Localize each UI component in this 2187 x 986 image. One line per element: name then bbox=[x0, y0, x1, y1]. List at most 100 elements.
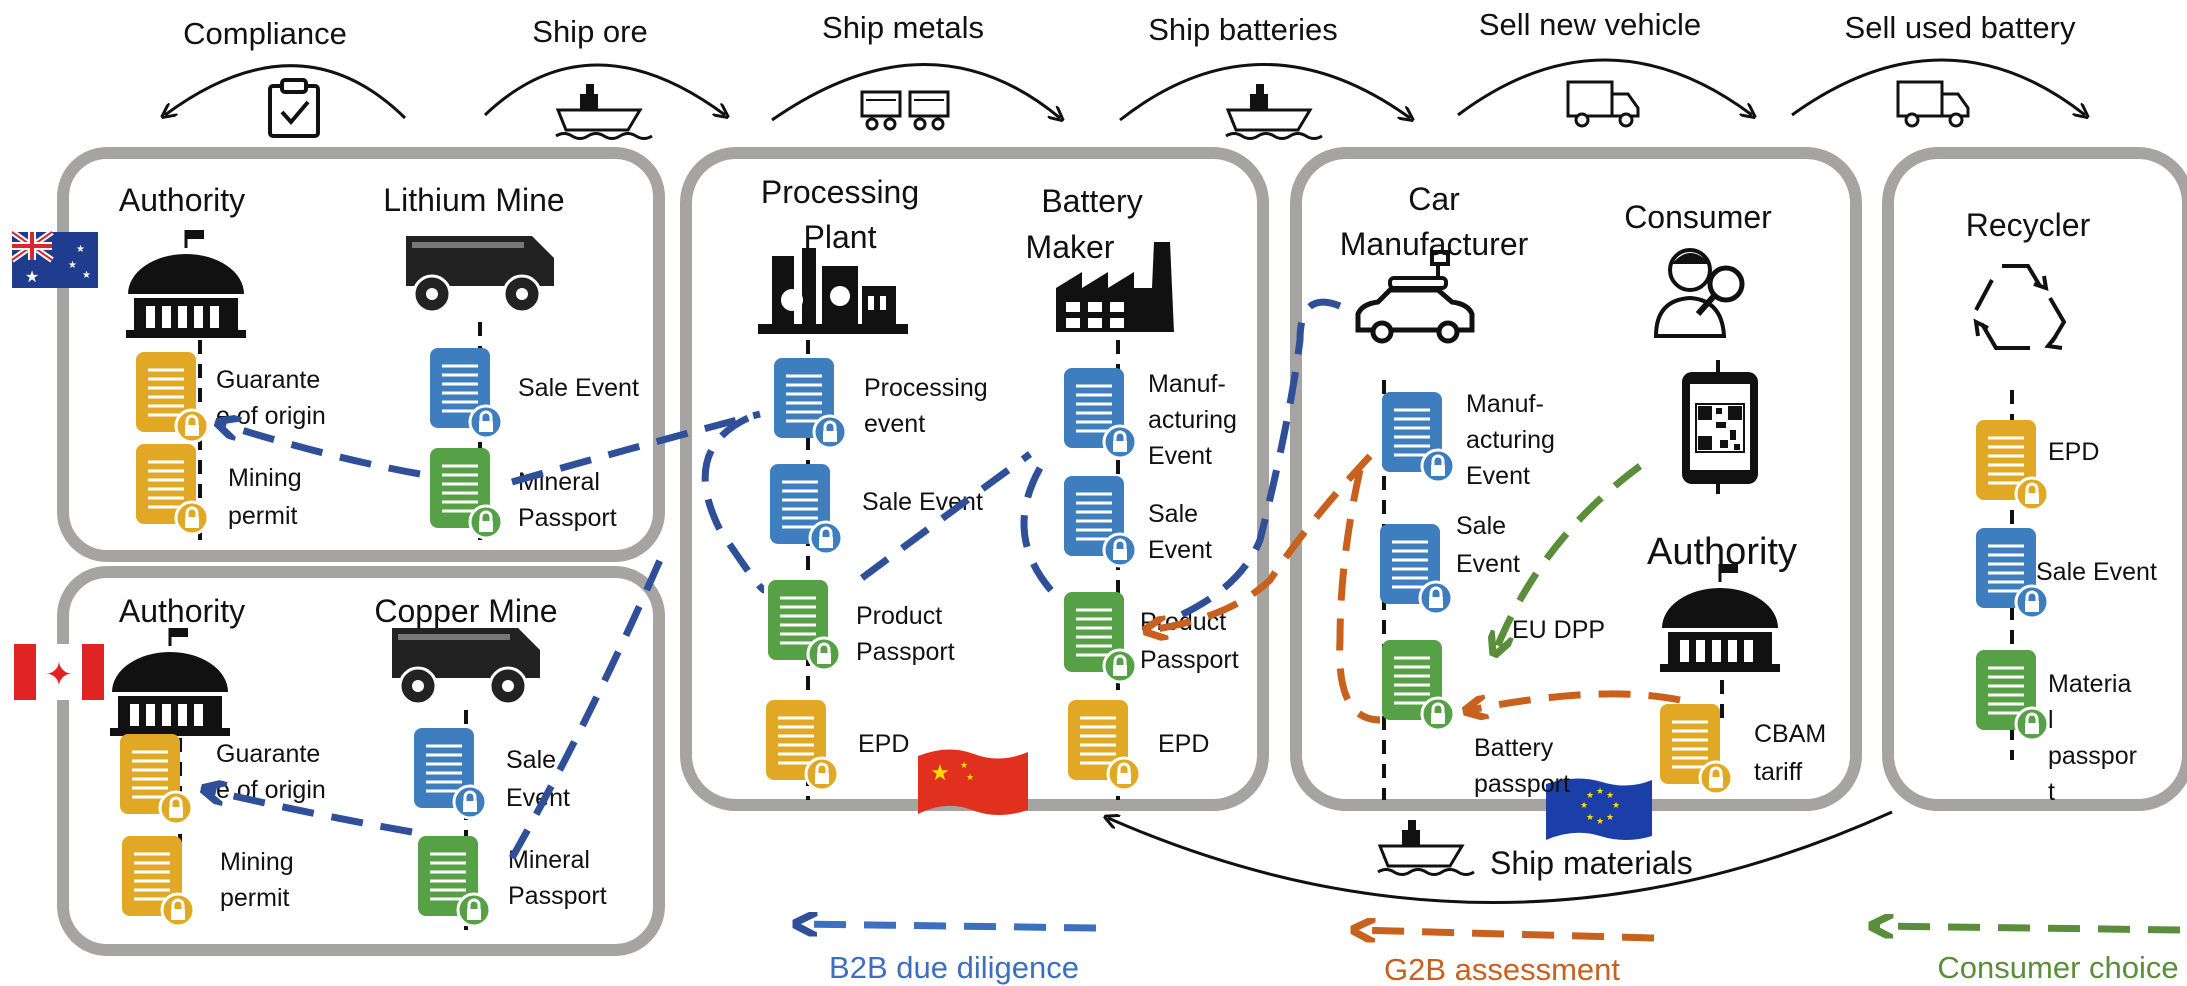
doc-label: tariff bbox=[1754, 758, 1802, 786]
flow-label-ship-ore: Ship ore bbox=[532, 14, 647, 49]
eu-authority-title: Authority bbox=[1647, 531, 1797, 573]
flow-label-sell-used-battery: Sell used battery bbox=[1845, 10, 2076, 45]
doc-label: permit bbox=[228, 502, 298, 530]
truck-icon bbox=[1896, 80, 1970, 128]
consumer-person-icon bbox=[1653, 248, 1745, 338]
doc-label: Sale Event bbox=[2036, 558, 2157, 586]
battery-maker-title-2: Maker bbox=[1026, 229, 1115, 265]
legend bbox=[800, 924, 2181, 938]
svg-text:★: ★ bbox=[1606, 790, 1614, 800]
locked-document-icon bbox=[136, 352, 210, 444]
locked-document-icon bbox=[1382, 392, 1456, 484]
locked-document-icon bbox=[1976, 420, 2050, 512]
australia-flag: ★ ★ ★ ★ bbox=[10, 229, 98, 288]
locked-document-icon bbox=[1064, 592, 1138, 684]
flow-label-ship-batteries: Ship batteries bbox=[1148, 12, 1338, 47]
car-manufacturer-title-1: Car bbox=[1408, 181, 1460, 217]
connectors bbox=[208, 298, 1681, 860]
svg-text:★: ★ bbox=[1596, 816, 1604, 826]
doc-label: Battery bbox=[1474, 734, 1554, 762]
doc-label: permit bbox=[220, 884, 290, 912]
svg-text:★: ★ bbox=[25, 269, 39, 286]
consumer-title: Consumer bbox=[1624, 199, 1772, 235]
doc-label: e of origin bbox=[216, 776, 326, 804]
locked-document-icon bbox=[1068, 700, 1142, 792]
processing-plant-title-2: Plant bbox=[804, 219, 877, 255]
doc-label: Event bbox=[1456, 550, 1520, 578]
svg-text:★: ★ bbox=[1596, 786, 1604, 796]
processing-plant-icon bbox=[758, 248, 908, 334]
flow-label-compliance: Compliance bbox=[183, 16, 347, 51]
locked-document-icon bbox=[770, 464, 844, 556]
china-flag: ★ ★ ★ bbox=[918, 749, 1028, 815]
truck-icon bbox=[1566, 80, 1640, 128]
doc-label: Manuf- bbox=[1466, 390, 1544, 418]
doc-label: Processing bbox=[864, 374, 988, 402]
svg-text:★: ★ bbox=[960, 760, 968, 770]
doc-label: Product bbox=[856, 602, 942, 630]
car-manufacturer-title-2: Manufacturer bbox=[1340, 226, 1529, 262]
return-arrow bbox=[1108, 810, 1893, 904]
flow-label-ship-metals: Ship metals bbox=[822, 10, 984, 45]
doc-label: Materia bbox=[2048, 670, 2131, 698]
svg-text:★: ★ bbox=[1580, 800, 1588, 810]
locked-document-icon bbox=[430, 348, 504, 440]
locked-document-icon bbox=[768, 580, 842, 672]
doc-label: e of origin bbox=[216, 402, 326, 430]
doc-label: Passport bbox=[856, 638, 955, 666]
svg-text:★: ★ bbox=[76, 244, 85, 255]
doc-label: Sale Event bbox=[518, 374, 639, 402]
locked-document-icon bbox=[414, 728, 488, 820]
svg-text:★: ★ bbox=[930, 760, 950, 785]
doc-label: Manuf- bbox=[1148, 370, 1226, 398]
mining-truck-icon bbox=[392, 628, 540, 706]
phone-qr-icon bbox=[1682, 372, 1758, 484]
copper-mine-title: Copper Mine bbox=[374, 593, 557, 629]
canada-group-box bbox=[57, 566, 665, 956]
doc-label: Sale bbox=[1148, 500, 1198, 528]
svg-text:★: ★ bbox=[1606, 812, 1614, 822]
locked-document-icon bbox=[1064, 476, 1138, 568]
locked-document-icon bbox=[122, 836, 196, 928]
ship-icon bbox=[555, 84, 653, 140]
locked-document-icon bbox=[418, 836, 492, 928]
doc-label: Passport bbox=[1140, 646, 1239, 674]
doc-label: acturing bbox=[1466, 426, 1555, 454]
doc-label: t bbox=[2048, 778, 2055, 806]
doc-label: EPD bbox=[1158, 730, 1209, 758]
lithium-mine-title: Lithium Mine bbox=[383, 182, 564, 218]
svg-text:★: ★ bbox=[1586, 812, 1594, 822]
svg-text:★: ★ bbox=[1586, 790, 1594, 800]
recycler-title: Recycler bbox=[1966, 207, 2091, 243]
recycler-group-box bbox=[1882, 147, 2187, 811]
eu-flag: ★★★ ★★★ ★★ bbox=[1546, 778, 1652, 840]
flow-label-sell-new-vehicle: Sell new vehicle bbox=[1479, 7, 1701, 42]
australia-group-box bbox=[57, 147, 665, 562]
doc-label: Mineral bbox=[508, 846, 590, 874]
doc-label: event bbox=[864, 410, 925, 438]
doc-label: Event bbox=[1148, 442, 1212, 470]
locked-document-icon bbox=[430, 448, 504, 540]
doc-label: Passport bbox=[508, 882, 607, 910]
locked-document-icon bbox=[1660, 704, 1734, 796]
locked-document-icon bbox=[774, 358, 848, 450]
ship-icon bbox=[1377, 820, 1475, 876]
authority-building-icon bbox=[1660, 564, 1780, 672]
doc-label: Event bbox=[1148, 536, 1212, 564]
doc-label: passport bbox=[1474, 770, 1570, 798]
locked-document-icon bbox=[1380, 524, 1454, 616]
canada-flag: ✦ bbox=[14, 644, 104, 700]
doc-label: l bbox=[2048, 706, 2054, 734]
australia-authority-title: Authority bbox=[119, 182, 245, 218]
processing-plant-title-1: Processing bbox=[761, 174, 919, 210]
legend-consumer-label: Consumer choice bbox=[1937, 950, 2178, 985]
doc-label: Sale bbox=[1456, 512, 1506, 540]
top-flow-arcs bbox=[165, 58, 2085, 120]
svg-text:✦: ✦ bbox=[45, 656, 74, 694]
locked-document-icon bbox=[120, 734, 194, 826]
canada-authority-title: Authority bbox=[119, 593, 245, 629]
doc-label: EPD bbox=[2048, 438, 2099, 466]
locked-document-icon bbox=[1976, 650, 2050, 742]
mining-truck-icon bbox=[406, 236, 554, 314]
